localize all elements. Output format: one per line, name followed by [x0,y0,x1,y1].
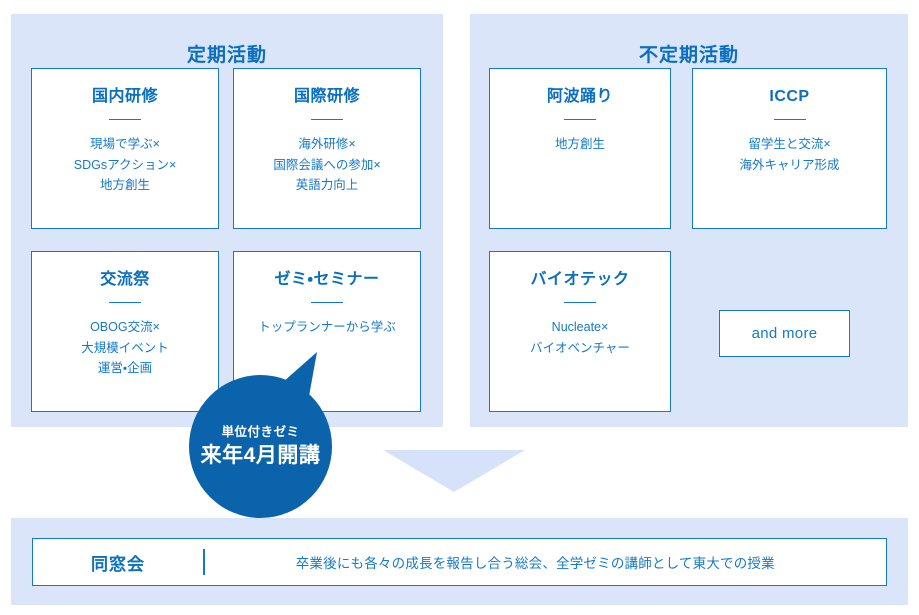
badge-sub-label: 単位付きゼミ [221,424,300,439]
panel-irregular-title: 不定期活動 [638,45,739,66]
card-body: トップランナーから学ぶ [258,320,396,335]
card-title: バイオテック [530,271,630,288]
card-title: 国際研修 [293,88,360,105]
alumni-bar[interactable]: 同窓会 卒業後にも各々の成長を報告し合う総会、全学ゼミの講師として東大での授業 [32,538,887,586]
card-title: 交流祭 [100,271,150,288]
card-body: 地方創生 [554,137,605,152]
card-title: ゼミ・セミナー [274,271,380,288]
card-title: 阿波踊り [546,88,613,105]
credit-seminar-badge[interactable]: 単位付きゼミ 来年4月開講 [186,352,336,518]
and-more-button[interactable]: and more [719,310,850,357]
card-exchange-festival[interactable]: 交流祭 OBOG交流× 大規模イベント 運営・企画 [31,251,219,412]
alumni-divider [203,549,205,575]
panel-regular-title: 定期活動 [186,45,267,66]
card-biotech[interactable]: バイオテック Nucleate× バイオベンチャー [489,251,671,412]
badge-circle: 単位付きゼミ 来年4月開講 [189,375,332,518]
card-divider [109,301,141,304]
card-body: 現場で学ぶ× SDGsアクション× 地方創生 [73,137,177,192]
card-iccp[interactable]: ICCP 留学生と交流× 海外キャリア形成 [692,68,887,229]
card-divider [311,301,343,304]
card-divider [311,118,343,121]
card-domestic-training[interactable]: 国内研修 現場で学ぶ× SDGsアクション× 地方創生 [31,68,219,229]
card-title: 国内研修 [91,88,158,105]
card-body: 海外研修× 国際会議への参加× 英語力向上 [273,137,381,192]
card-title: ICCP [769,88,810,105]
card-divider [773,118,806,121]
card-body: Nucleate× バイオベンチャー [530,320,630,355]
badge-main-label: 来年4月開講 [200,443,321,467]
alumni-label: 同窓会 [91,554,145,574]
arrow-down-icon [383,450,525,492]
card-awa-odori[interactable]: 阿波踊り 地方創生 [489,68,671,229]
card-body: 留学生と交流× 海外キャリア形成 [739,137,840,172]
card-divider [564,118,596,121]
card-divider [109,118,141,121]
card-body: OBOG交流× 大規模イベント 運営・企画 [81,320,169,375]
alumni-description: 卒業後にも各々の成長を報告し合う総会、全学ゼミの講師として東大での授業 [295,556,775,571]
card-divider [564,301,596,304]
card-international-training[interactable]: 国際研修 海外研修× 国際会議への参加× 英語力向上 [233,68,421,229]
